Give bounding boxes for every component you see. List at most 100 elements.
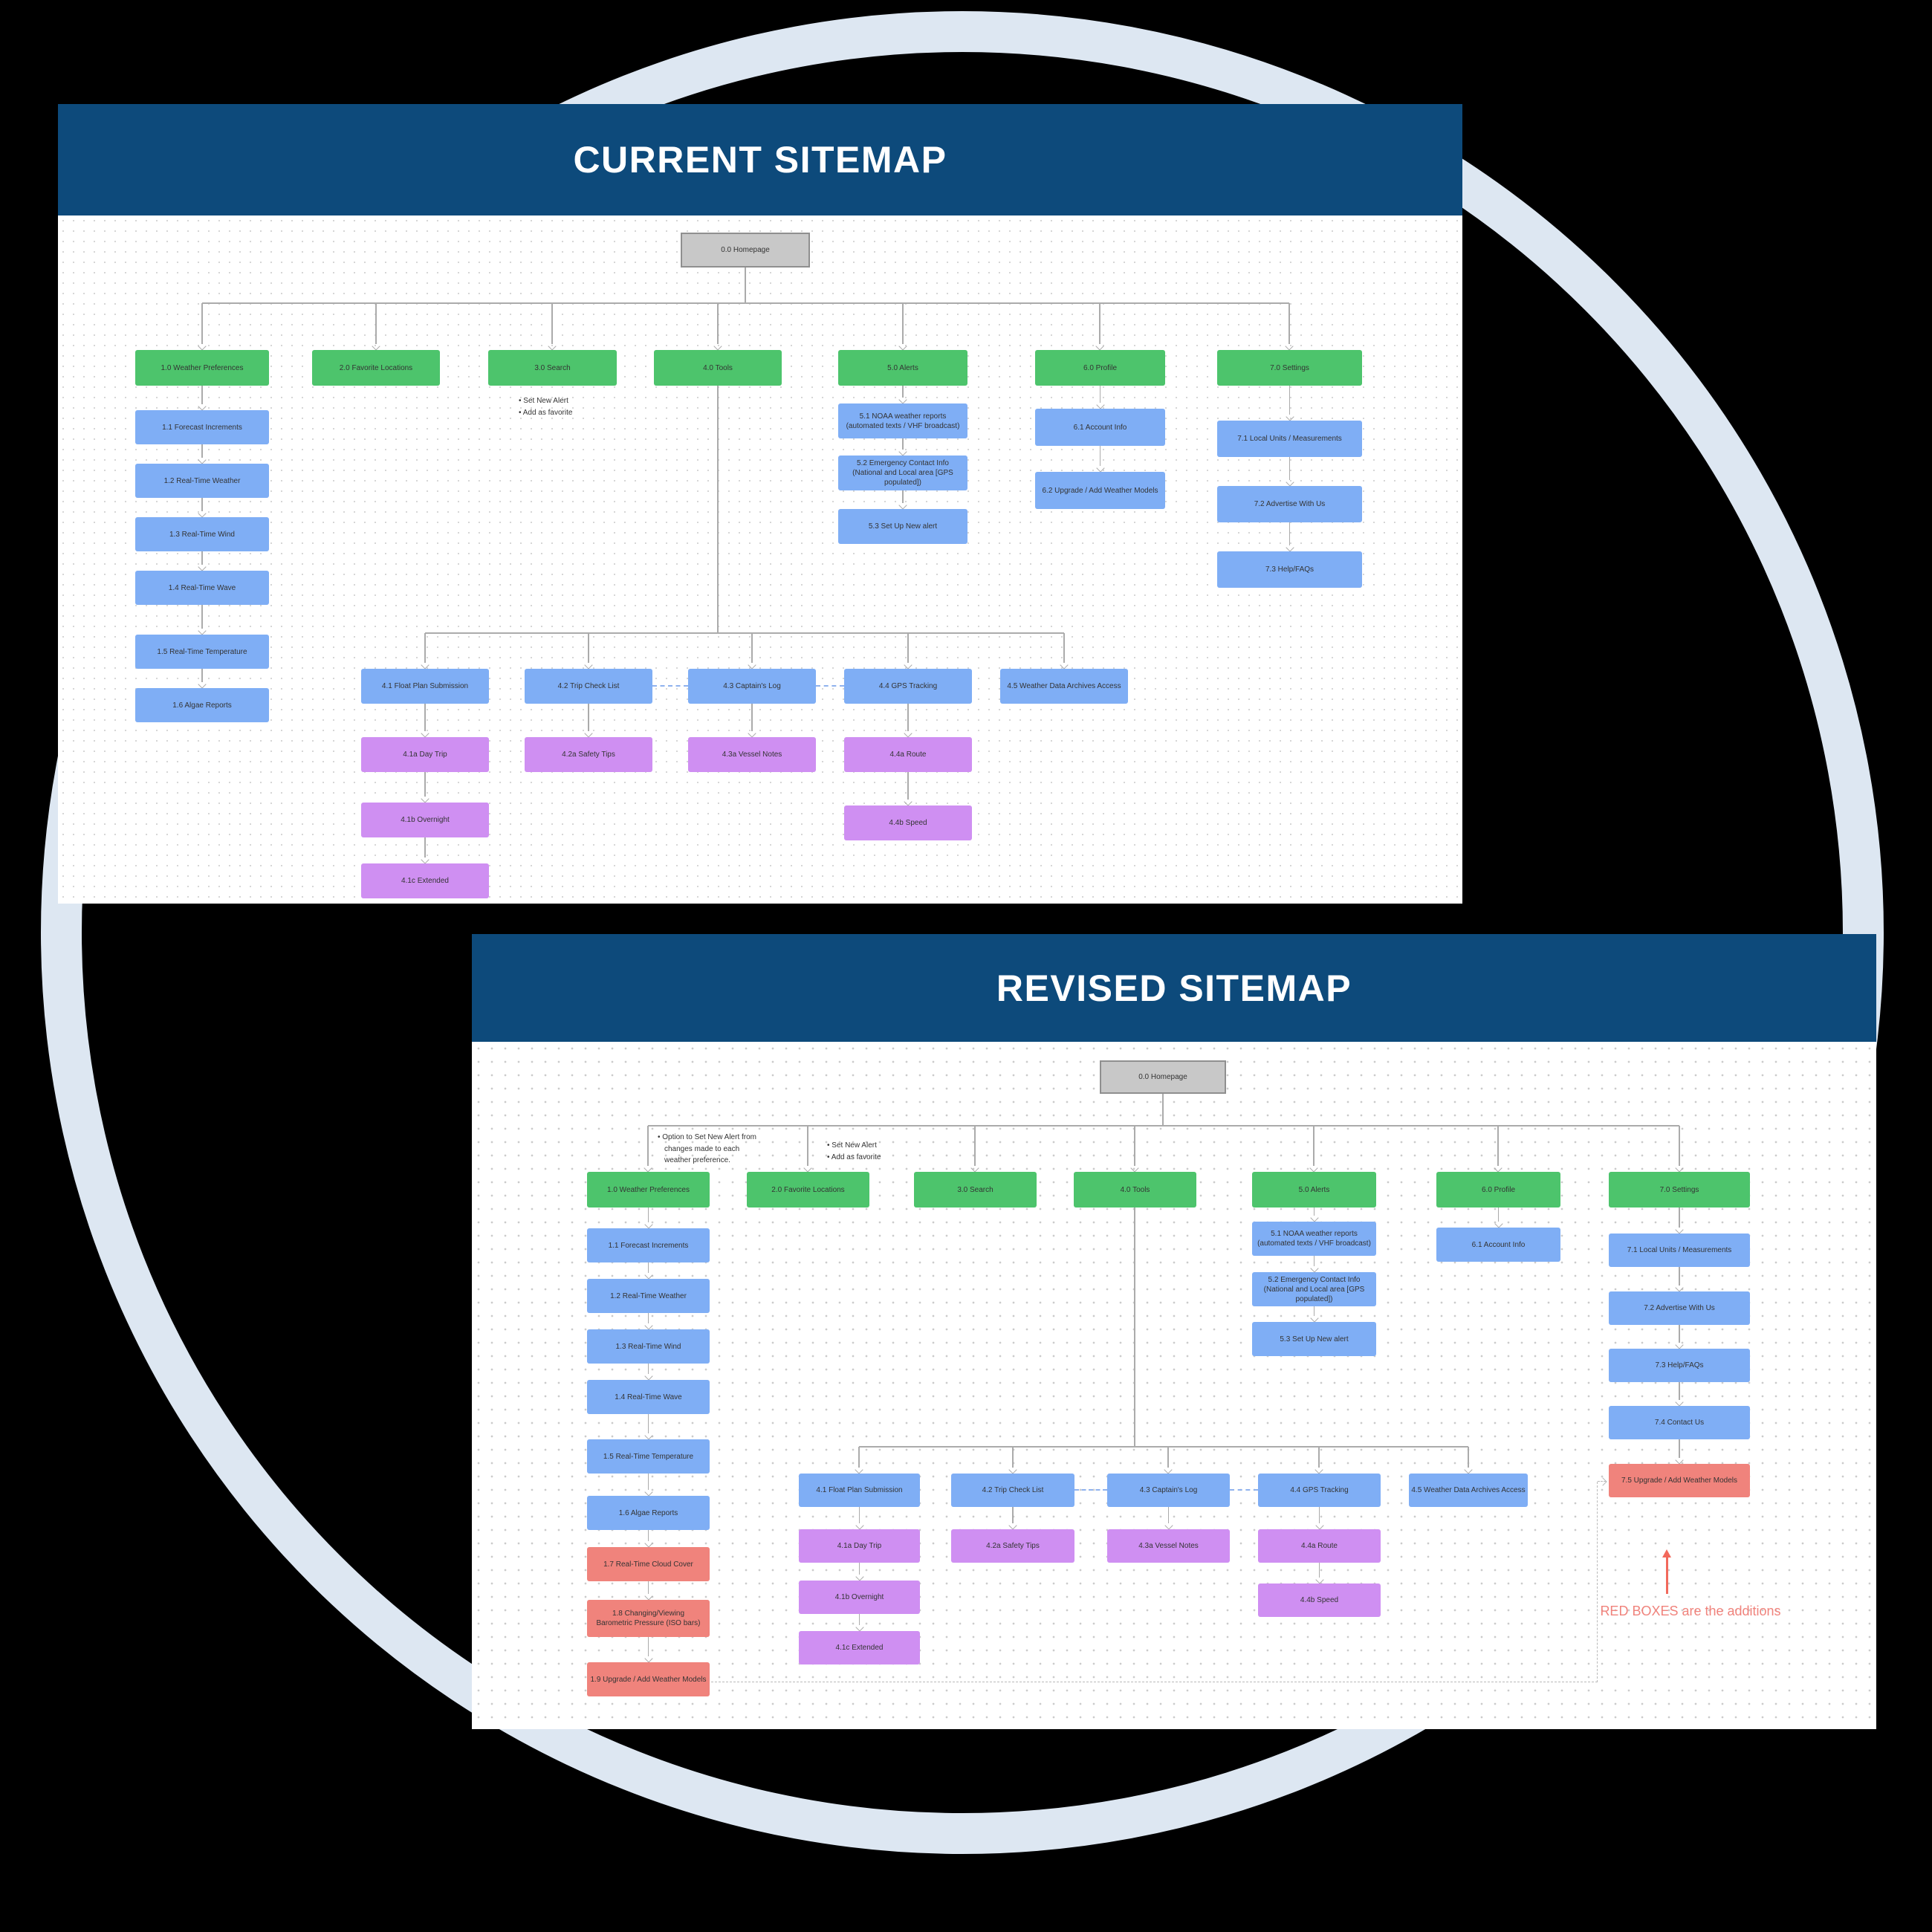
connector-line (1099, 446, 1101, 466)
node-4-1: 4.1 Float Plan Submission (361, 669, 489, 704)
node-1-2: 1.2 Real-Time Weather (135, 464, 269, 498)
connector-line (1012, 1507, 1014, 1523)
connector-line (717, 386, 719, 633)
node-4-2: 4.2 Trip Check List (951, 1474, 1074, 1507)
node-1-2: 1.2 Real-Time Weather (587, 1279, 710, 1313)
red-boxes-annotation: RED BOXES are the additions (1600, 1604, 1781, 1618)
connector-line (902, 386, 904, 398)
node-4-1b: 4.1b Overnight (799, 1581, 920, 1614)
connector-line (1497, 1208, 1500, 1222)
node-4-2: 4.2 Trip Check List (525, 669, 652, 704)
node-7-1: 7.1 Local Units / Measurements (1609, 1234, 1750, 1267)
node-4-4b: 4.4b Speed (1258, 1583, 1381, 1617)
connector-line (907, 772, 909, 800)
connector-line (1318, 1447, 1320, 1468)
bullet-note-line: • Add as favorite (519, 408, 573, 417)
connector-line (647, 1126, 649, 1166)
node-1-3: 1.3 Real-Time Wind (135, 517, 269, 551)
bullet-note-line: • Set New Alert (519, 397, 568, 405)
moved-item-dashed-path (1597, 1482, 1598, 1682)
connector-line (1318, 1563, 1320, 1578)
connector-line (201, 551, 203, 565)
node-1-8: 1.8 Changing/Viewing Barometric Pressure… (587, 1600, 710, 1637)
node-4-4a: 4.4a Route (844, 737, 972, 772)
connector-line (1099, 386, 1101, 403)
node-4-1c: 4.1c Extended (799, 1631, 920, 1664)
node-4-2a: 4.2a Safety Tips (951, 1529, 1074, 1563)
node-4-5: 4.5 Weather Data Archives Access (1000, 669, 1128, 704)
node-1-4: 1.4 Real-Time Wave (135, 571, 269, 605)
connector-line (647, 1262, 649, 1273)
node-1-7: 1.7 Real-Time Cloud Cover (587, 1547, 710, 1581)
connector-line (902, 438, 904, 450)
node-7-3: 7.3 Help/FAQs (1609, 1349, 1750, 1382)
current-sitemap-title: CURRENT SITEMAP (573, 139, 947, 181)
node-4-2a: 4.2a Safety Tips (525, 737, 652, 772)
node-4-0: 4.0 Tools (654, 350, 782, 386)
connector-line (1167, 1507, 1170, 1523)
node-5-3: 5.3 Set Up New alert (1252, 1322, 1376, 1356)
connector-line (858, 1507, 860, 1523)
node-4-3: 4.3 Captain's Log (1107, 1474, 1230, 1507)
dashed-link (652, 685, 688, 687)
connector-line (907, 704, 909, 731)
connector-line (1134, 1126, 1135, 1166)
connector-line (647, 1474, 649, 1490)
node-5-0: 5.0 Alerts (838, 350, 967, 386)
dashed-link (1074, 1489, 1107, 1491)
node-1-4: 1.4 Real-Time Wave (587, 1380, 710, 1414)
node-3-0: 3.0 Search (488, 350, 617, 386)
node-5-2: 5.2 Emergency Contact Info (National and… (838, 456, 967, 490)
bullet-note-line: • Add as favorite (827, 1153, 881, 1161)
connector-line (1313, 1256, 1315, 1266)
node-home: 0.0 Homepage (1100, 1060, 1226, 1094)
connector-line (375, 303, 377, 344)
connector-line (647, 1637, 649, 1656)
node-7-2: 7.2 Advertise With Us (1217, 486, 1362, 522)
node-4-1a: 4.1a Day Trip (799, 1529, 920, 1563)
connector-line (647, 1364, 649, 1374)
node-1-6: 1.6 Algae Reports (135, 688, 269, 722)
connector-line (1288, 303, 1290, 344)
connector-line (1679, 1439, 1680, 1458)
bullet-note-line: • Set New Alert (827, 1141, 877, 1150)
connector-line (1468, 1447, 1469, 1468)
node-4-4: 4.4 GPS Tracking (844, 669, 972, 704)
connector-line (424, 633, 426, 663)
connector-line (807, 1126, 808, 1166)
connector-line (1679, 1208, 1680, 1228)
bullet-note: • Set New Alert • Add as favorite (519, 395, 572, 418)
node-4-1a: 4.1a Day Trip (361, 737, 489, 772)
bullet-note-line: changes made to each (664, 1144, 740, 1153)
connector-line (647, 1414, 649, 1433)
connector-line (647, 1313, 649, 1323)
connector-line (1288, 386, 1291, 415)
connector-line (1167, 1447, 1169, 1468)
node-1-0: 1.0 Weather Preferences (135, 350, 269, 386)
connector-line (1679, 1267, 1680, 1286)
bullet-note-line: • Option to Set New Alert from (658, 1133, 756, 1141)
red-annotation-arrowhead-icon (1662, 1549, 1671, 1557)
connector-line (751, 704, 753, 731)
node-4-3a: 4.3a Vessel Notes (1107, 1529, 1230, 1563)
connector-line (717, 303, 719, 344)
connector-line (902, 490, 904, 503)
node-7-3: 7.3 Help/FAQs (1217, 551, 1362, 588)
connector-line (1063, 633, 1065, 663)
connector-line (201, 498, 203, 511)
connector-line (902, 303, 904, 344)
revised-sitemap-header: REVISED SITEMAP (472, 934, 1876, 1042)
node-7-0: 7.0 Settings (1217, 350, 1362, 386)
node-4-1: 4.1 Float Plan Submission (799, 1474, 920, 1507)
connector-line (745, 268, 746, 303)
connector-line (1679, 1126, 1680, 1166)
node-6-2: 6.2 Upgrade / Add Weather Models (1035, 472, 1165, 509)
connector-line (907, 633, 909, 663)
node-4-1c: 4.1c Extended (361, 863, 489, 898)
bullet-note: • Option to Set New Alert from changes ma… (658, 1132, 756, 1167)
node-6-0: 6.0 Profile (1436, 1172, 1560, 1208)
connector-line (974, 1126, 976, 1166)
node-1-3: 1.3 Real-Time Wind (587, 1329, 710, 1364)
connector-line (858, 1614, 860, 1625)
